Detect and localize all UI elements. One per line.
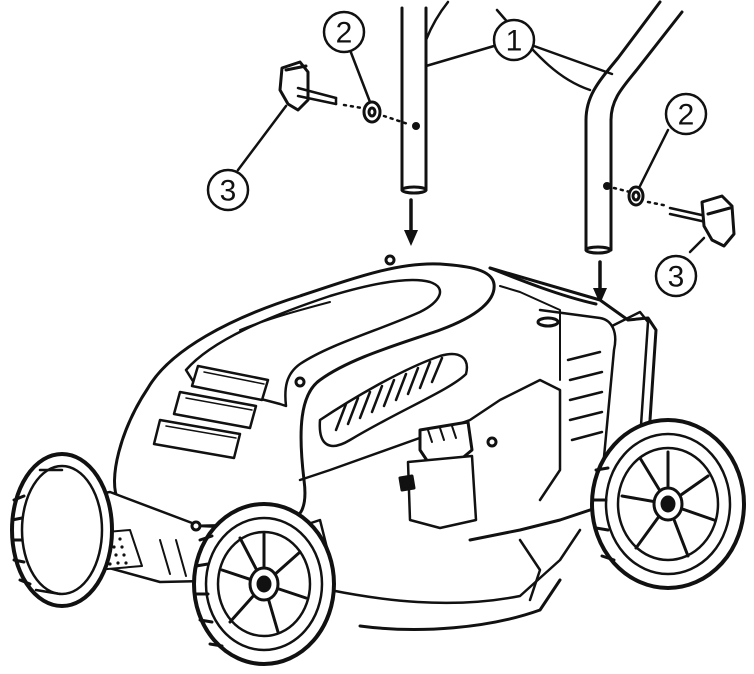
- callout-3-left-label: 3: [220, 175, 237, 208]
- arrow-right-down: [593, 260, 607, 304]
- knob-left: [278, 60, 338, 112]
- dotted-line-left-a: [342, 103, 364, 110]
- callout-1-label: 1: [506, 25, 523, 58]
- callout-2-right-label: 2: [678, 99, 695, 132]
- wheel-rear-right: [590, 418, 746, 590]
- mower-cover: [113, 254, 562, 528]
- callout-2-left-label: 2: [336, 17, 353, 50]
- washer-right: [627, 185, 645, 207]
- callout-2-left: 2: [322, 10, 366, 54]
- arrow-left-down: [404, 198, 418, 246]
- wheel-front-right: [192, 502, 336, 666]
- knob-right: [668, 194, 736, 248]
- dotted-line-left-b: [382, 114, 410, 126]
- callout-3-left: 3: [206, 168, 250, 212]
- callout-2-right: 2: [664, 92, 708, 136]
- safety-switch: [398, 420, 498, 530]
- callout-3-right: 3: [654, 254, 698, 298]
- wheel-front-left: [10, 452, 114, 608]
- callout-1: 1: [492, 18, 536, 62]
- dotted-line-right-b: [646, 200, 670, 208]
- dotted-line-right-a: [612, 186, 632, 194]
- washer-left: [362, 100, 382, 124]
- callout-leaders: [236, 44, 706, 254]
- handle-tube-left: [400, 0, 450, 195]
- callout-3-right-label: 3: [668, 261, 685, 294]
